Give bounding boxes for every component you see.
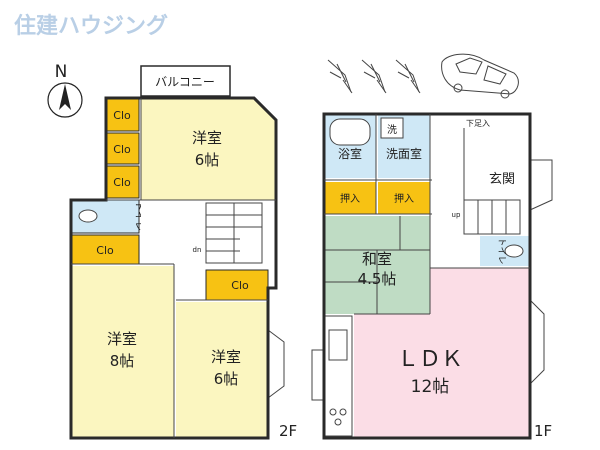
room-2f-se-size: 6帖	[214, 370, 239, 388]
toilet-icon	[504, 244, 524, 258]
room-ldk	[354, 268, 530, 438]
toilet-1f-label: トイレ	[496, 237, 506, 264]
oshiire	[378, 182, 430, 214]
room-2f-western-8	[71, 266, 174, 438]
room-2f-western-6b	[176, 302, 268, 438]
closet-label: Clo	[231, 279, 249, 292]
washing-machine-icon	[380, 117, 404, 139]
bath-label: 浴室	[338, 146, 362, 161]
floor-2: バルコニー 洋室 6帖 Clo Clo Clo トイレ Clo dn Clo 洋…	[69, 65, 297, 440]
north-compass-icon: N	[47, 62, 83, 118]
room-2f-sw-size: 8帖	[110, 352, 135, 370]
room-2f-ne-name: 洋室	[192, 129, 222, 147]
oshiire	[324, 182, 376, 214]
balcony	[140, 65, 231, 97]
room-2f-sw-name: 洋室	[107, 330, 137, 348]
closet	[205, 269, 269, 301]
floor-1: 浴室 洗 洗面室 下足入 玄関 押入 押入 和室 4.5帖 up トイレ ＬＤＫ…	[311, 112, 553, 440]
washer-label: 洗	[387, 124, 397, 136]
oshiire-label: 押入	[394, 192, 414, 205]
compass-label: N	[55, 62, 68, 82]
room-2f-western-6	[141, 98, 276, 200]
closet	[70, 234, 140, 265]
brand-logo: 住建ハウジング	[14, 13, 168, 39]
washitsu-size: 4.5帖	[358, 270, 397, 288]
closet-label: Clo	[113, 109, 131, 122]
entrance-door	[529, 159, 553, 211]
closet-label: Clo	[96, 244, 114, 257]
room-2f-ne-size: 6帖	[195, 151, 220, 169]
oshiire-label: 押入	[340, 192, 360, 205]
toilet-2f-label: トイレ	[133, 201, 144, 231]
entrance-label: 玄関	[489, 172, 515, 187]
closet-label: Clo	[113, 176, 131, 189]
stair-dn-label: dn	[193, 246, 202, 254]
stair-up-label: up	[452, 211, 461, 219]
sink-icon	[328, 329, 348, 361]
balcony-label: バルコニー	[155, 75, 215, 89]
bathtub-icon	[329, 118, 371, 146]
washroom-label: 洗面室	[386, 146, 422, 161]
car-parking-icon	[441, 53, 519, 99]
ldk-size: 12帖	[411, 377, 450, 397]
room-2f-se-name: 洋室	[211, 348, 241, 366]
closet-label: Clo	[113, 143, 131, 156]
toilet-icon	[78, 209, 98, 223]
floor-1-label: 1F	[534, 422, 552, 440]
ldk-name: ＬＤＫ	[397, 347, 463, 372]
stove-icon	[334, 418, 342, 426]
shoe-storage-label: 下足入	[466, 119, 490, 128]
washitsu-name: 和室	[362, 250, 392, 268]
floor-2-label: 2F	[279, 422, 297, 440]
tree-icon	[327, 59, 421, 94]
